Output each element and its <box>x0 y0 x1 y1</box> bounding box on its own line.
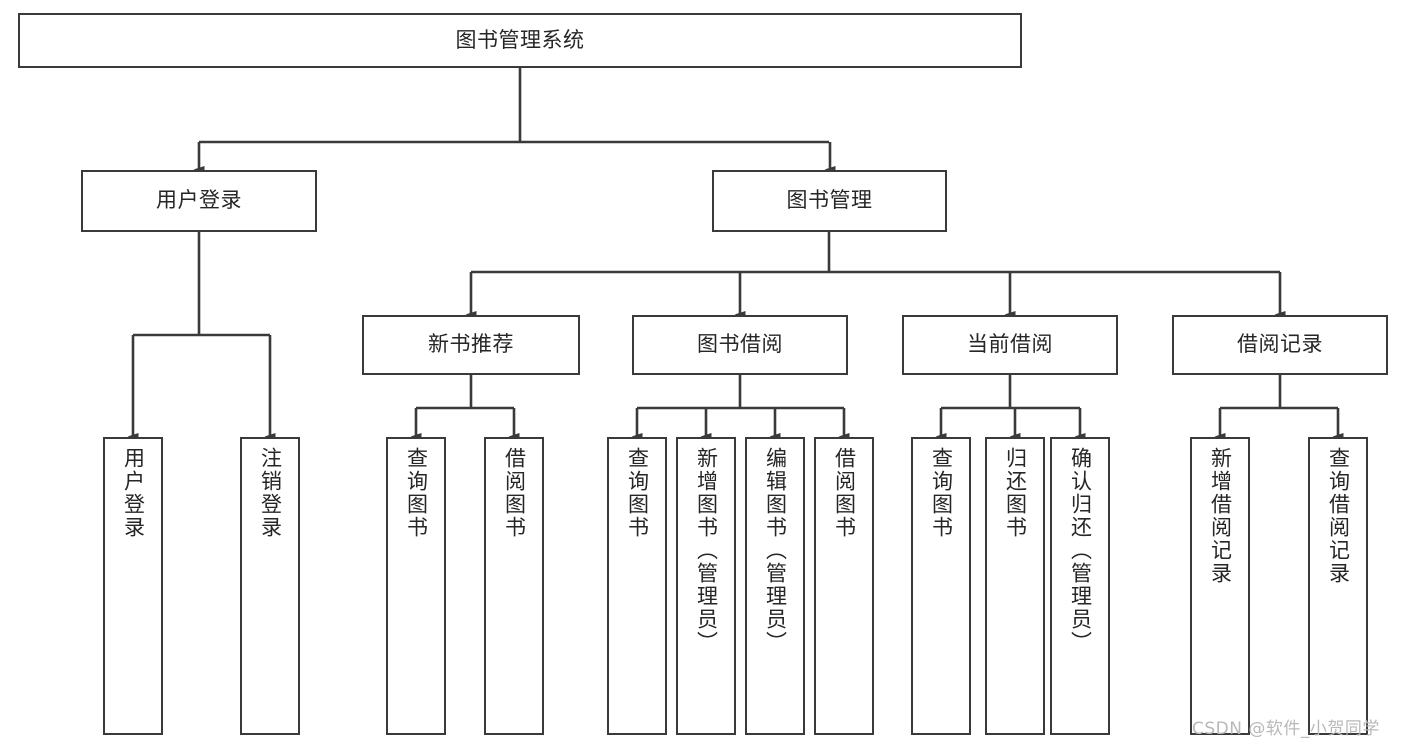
node-root[interactable]: 图书管理系统 <box>18 13 1022 68</box>
node-leaf-borrow-book-1[interactable]: 借阅图书 <box>484 437 544 735</box>
node-label: 用户登录 <box>121 447 146 539</box>
node-leaf-edit-book[interactable]: 编辑图书（管理员） <box>745 437 805 735</box>
node-label: 借阅记录 <box>1237 332 1323 357</box>
node-new-book-recommend[interactable]: 新书推荐 <box>362 315 580 375</box>
connector-lines <box>127 68 1344 440</box>
node-label: 确认归还（管理员） <box>1068 447 1093 654</box>
node-leaf-add-book[interactable]: 新增图书（管理员） <box>676 437 736 735</box>
node-leaf-query-book-2[interactable]: 查询图书 <box>607 437 667 735</box>
node-label: 用户登录 <box>156 188 242 213</box>
node-book-borrow[interactable]: 图书借阅 <box>632 315 848 375</box>
node-label: 归还图书 <box>1003 447 1028 539</box>
node-label: 查询图书 <box>404 447 429 539</box>
node-user-login[interactable]: 用户登录 <box>81 170 317 232</box>
node-borrow-record[interactable]: 借阅记录 <box>1172 315 1388 375</box>
node-book-manage[interactable]: 图书管理 <box>712 170 947 232</box>
node-label: 查询图书 <box>929 447 954 539</box>
node-label: 图书借阅 <box>697 332 783 357</box>
node-leaf-query-book-1[interactable]: 查询图书 <box>386 437 446 735</box>
node-label: 查询图书 <box>625 447 650 539</box>
node-label: 图书管理系统 <box>455 27 585 52</box>
node-leaf-return-book[interactable]: 归还图书 <box>985 437 1045 735</box>
node-label: 新书推荐 <box>428 332 514 357</box>
node-leaf-user-login[interactable]: 用户登录 <box>103 437 163 735</box>
node-leaf-add-record[interactable]: 新增借阅记录 <box>1190 437 1250 735</box>
node-leaf-confirm-return[interactable]: 确认归还（管理员） <box>1050 437 1110 735</box>
node-label: 借阅图书 <box>502 447 527 539</box>
node-label: 查询借阅记录 <box>1326 447 1351 585</box>
node-current-borrow[interactable]: 当前借阅 <box>902 315 1118 375</box>
node-leaf-user-logout[interactable]: 注销登录 <box>240 437 300 735</box>
node-label: 编辑图书（管理员） <box>763 447 788 654</box>
node-label: 借阅图书 <box>832 447 857 539</box>
node-label: 图书管理 <box>786 188 873 213</box>
node-leaf-borrow-book-2[interactable]: 借阅图书 <box>814 437 874 735</box>
node-leaf-query-record[interactable]: 查询借阅记录 <box>1308 437 1368 735</box>
node-label: 当前借阅 <box>967 332 1053 357</box>
node-label: 新增图书（管理员） <box>694 447 719 654</box>
node-label: 注销登录 <box>258 447 283 539</box>
node-leaf-query-book-3[interactable]: 查询图书 <box>911 437 971 735</box>
node-label: 新增借阅记录 <box>1208 447 1233 585</box>
